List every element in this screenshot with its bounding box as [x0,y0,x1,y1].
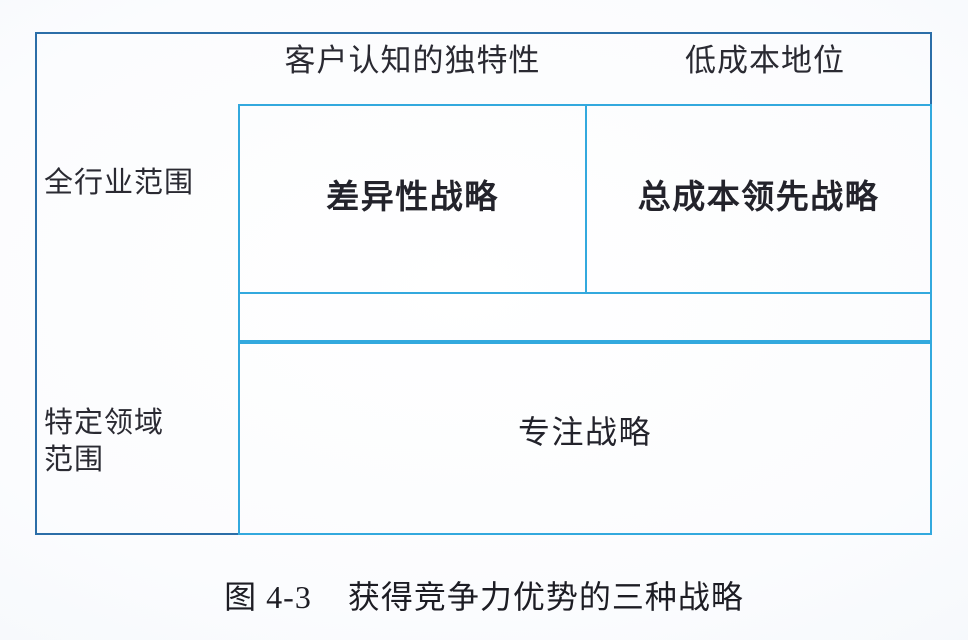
column-header-uniqueness: 客户认知的独特性 [284,43,541,78]
cell-box-spacer-band [238,294,932,342]
inner-vertical-divider [238,104,240,535]
cell-label-differentiation: 差异性战略 [326,178,499,215]
cell-label-cost-leadership: 总成本领先战略 [637,178,880,215]
row-label-industry-wide: 全行业范围 [44,167,195,199]
figure-caption: 图 4-3 获得竞争力优势的三种战略 [224,579,744,615]
column-header-low-cost: 低成本地位 [685,43,845,78]
row-label-particular-segment: 特定领域 范围 [44,407,165,477]
cell-box-cost-leadership [585,104,932,294]
cell-label-focus: 专注战略 [517,414,652,450]
